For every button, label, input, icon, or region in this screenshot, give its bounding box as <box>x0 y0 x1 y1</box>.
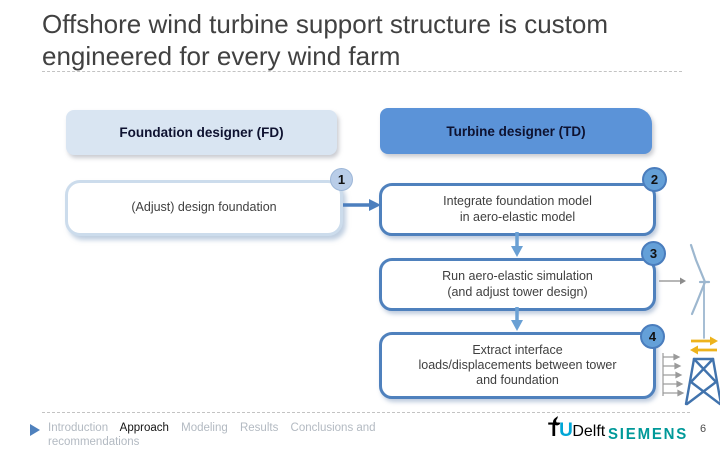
footer-nav-introduction[interactable]: Introduction <box>48 422 109 434</box>
turbine-designer-header: Turbine designer (TD) <box>380 108 652 154</box>
flow-step-1-number-badge: 1 <box>330 168 353 191</box>
page-title: Offshore wind turbine support structure … <box>42 9 608 72</box>
flow-step-2-text-line2: in aero-elastic model <box>459 209 576 224</box>
flow-step-4-box: Extract interface loads/displacements be… <box>379 332 656 399</box>
tudelft-logo-name: Delft <box>572 423 606 440</box>
flow-arrow-1-to-2-icon <box>343 199 381 211</box>
distributed-load-arrows-icon <box>662 353 685 397</box>
flow-step-3-text-line1: Run aero-elastic simulation <box>442 269 593 284</box>
flow-step-3-number-badge: 3 <box>641 241 666 266</box>
footer-nav-conclusions[interactable]: Conclusions and recommendations <box>48 422 376 448</box>
siemens-logo: SIEMENS <box>608 425 689 444</box>
flow-step-2-number-badge: 2 <box>642 167 667 192</box>
footer-divider <box>42 412 690 413</box>
footer-marker-icon <box>30 424 40 436</box>
flow-step-1-box: (Adjust) design foundation <box>65 180 343 236</box>
footer-nav-results[interactable]: Results <box>239 422 279 434</box>
flow-step-1-text: (Adjust) design foundation <box>131 200 277 215</box>
flow-step-2-text-line1: Integrate foundation model <box>443 194 592 209</box>
flow-step-2-box: Integrate foundation model in aero-elast… <box>379 183 656 236</box>
flow-step-4-text-line2: loads/displacements between tower <box>418 357 617 372</box>
foundation-designer-header: Foundation designer (FD) <box>66 110 337 155</box>
slide-page-number: 6 <box>700 423 707 435</box>
flow-step-4-text-line1: Extract interface <box>472 342 563 357</box>
footer-nav-modeling[interactable]: Modeling <box>181 422 228 434</box>
turbine-designer-label: Turbine designer (TD) <box>446 123 586 139</box>
footer-section-nav: Introduction Approach Modeling Results C… <box>48 421 400 449</box>
tudelft-logo: TUDelft <box>548 420 605 444</box>
tudelft-logo-t: T <box>548 420 560 441</box>
flow-step-4-text-line3: and foundation <box>476 373 559 388</box>
footer-nav-approach[interactable]: Approach <box>119 422 169 434</box>
foundation-designer-label: Foundation designer (FD) <box>119 125 284 140</box>
title-divider <box>42 71 682 72</box>
tudelft-logo-u: U <box>559 420 573 441</box>
turbine-rotor-icon <box>689 243 711 339</box>
simulation-output-arrow-icon <box>659 277 686 285</box>
jacket-foundation-icon <box>684 357 720 406</box>
flow-step-3-box: Run aero-elastic simulation (and adjust … <box>379 258 656 311</box>
flow-step-4-number-badge: 4 <box>640 324 665 349</box>
flow-step-3-text-line2: (and adjust tower design) <box>447 284 588 299</box>
interface-loads-arrows-icon <box>690 336 718 355</box>
